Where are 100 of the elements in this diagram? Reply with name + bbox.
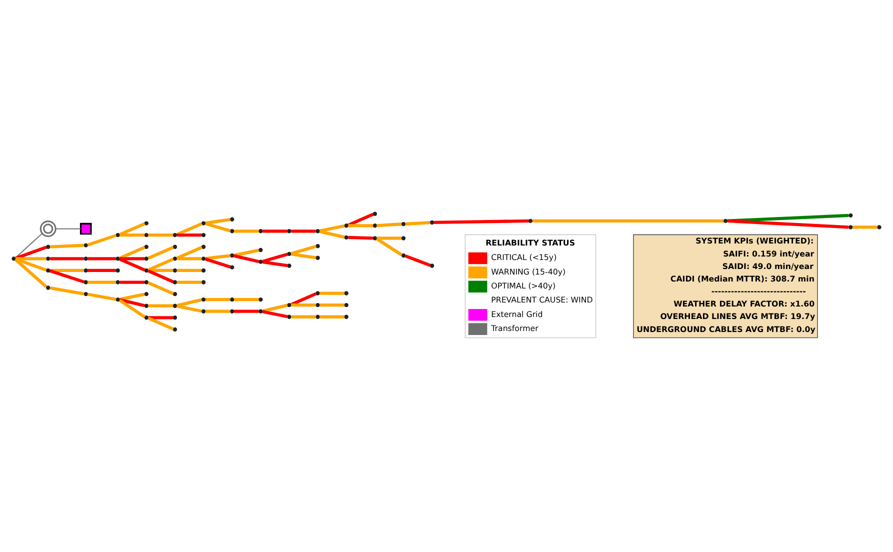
node-circle	[172, 232, 178, 237]
node-circle	[201, 220, 206, 225]
node-circle	[401, 221, 406, 226]
node-circle	[144, 280, 148, 284]
node-circle	[144, 244, 148, 248]
connector	[262, 260, 288, 267]
connector	[148, 316, 174, 330]
node-circle	[230, 216, 234, 221]
node-circle	[287, 228, 292, 233]
node-box	[80, 222, 92, 234]
connector	[176, 298, 202, 307]
node-circle	[528, 218, 533, 223]
connector	[291, 314, 316, 318]
node-circle	[258, 296, 263, 302]
node-circle	[172, 315, 178, 320]
connector	[87, 233, 116, 246]
node-circle	[144, 232, 148, 237]
connector	[290, 252, 316, 259]
node-circle	[401, 236, 406, 240]
connector	[120, 256, 144, 260]
connector	[176, 268, 202, 272]
node-circle	[172, 280, 178, 284]
node-circle	[230, 308, 234, 313]
connector	[234, 298, 259, 301]
node-circle	[344, 290, 348, 295]
connector	[205, 309, 230, 312]
connector	[88, 268, 116, 272]
node-circle	[258, 259, 263, 264]
node-circle	[40, 220, 56, 237]
connector	[532, 218, 724, 222]
node-circle	[172, 244, 178, 248]
node-circle	[344, 223, 348, 228]
connector	[348, 224, 373, 227]
node-circle	[401, 252, 406, 258]
connector	[262, 229, 288, 232]
label: WEATHER DELAY FACTOR: x1.60	[674, 299, 815, 308]
label: UNDERGROUND CABLES AVG MTBF: 0.0y	[636, 324, 816, 334]
connector	[376, 237, 403, 256]
connector	[88, 256, 116, 260]
connector	[176, 245, 202, 260]
legend-label: External Grid	[491, 309, 543, 318]
node-circle	[344, 234, 348, 240]
label: SAIDI: 49.0 min/year	[722, 261, 814, 270]
connector	[119, 298, 145, 307]
node-circle	[201, 244, 206, 248]
node-circle	[46, 285, 50, 290]
connector	[205, 254, 230, 260]
connector	[88, 280, 116, 284]
connector	[119, 222, 146, 236]
connector	[176, 222, 202, 236]
node-circle	[144, 291, 148, 296]
node-circle	[144, 303, 148, 308]
connector	[234, 309, 259, 312]
connector	[119, 292, 145, 300]
connector	[234, 229, 259, 232]
connector	[50, 268, 84, 272]
legend-label: OPTIMAL (>40y)	[491, 281, 556, 290]
node-circle	[201, 280, 206, 284]
node-circle	[116, 256, 120, 260]
connector	[15, 257, 47, 272]
label: OVERHEAD LINES AVG MTBF: 19.7y	[660, 312, 816, 321]
node-circle	[144, 256, 148, 260]
node-circle	[201, 296, 206, 302]
connector	[50, 243, 84, 248]
node-circle	[230, 252, 234, 258]
node-circle	[258, 308, 263, 313]
connector	[148, 257, 174, 271]
connector	[176, 233, 202, 236]
connector	[205, 298, 230, 301]
connector	[205, 222, 231, 232]
node-circle	[172, 326, 178, 332]
node-circle	[723, 218, 728, 223]
connector	[376, 222, 402, 227]
connector	[14, 232, 42, 258]
node-circle	[201, 232, 206, 237]
node-circle	[430, 220, 434, 224]
connector	[176, 304, 202, 312]
connector	[348, 235, 374, 240]
connector	[148, 280, 174, 295]
connector	[290, 244, 317, 255]
node-circle	[287, 251, 292, 256]
node-circle	[116, 296, 120, 302]
node-circle	[848, 224, 853, 229]
node-circle	[230, 264, 234, 269]
connector	[119, 245, 146, 260]
connector	[348, 212, 374, 226]
node-circle	[201, 268, 206, 272]
node-circle	[172, 291, 178, 296]
connector	[176, 256, 202, 260]
connector	[49, 268, 85, 283]
node-circle	[84, 256, 88, 260]
connector	[148, 245, 174, 260]
connector	[119, 257, 146, 272]
node-circle	[316, 244, 320, 248]
node-circle	[201, 256, 206, 260]
node-circle	[12, 256, 16, 260]
connector	[376, 236, 402, 240]
node-circle	[430, 263, 434, 268]
connector	[148, 269, 174, 283]
connector	[291, 303, 316, 306]
